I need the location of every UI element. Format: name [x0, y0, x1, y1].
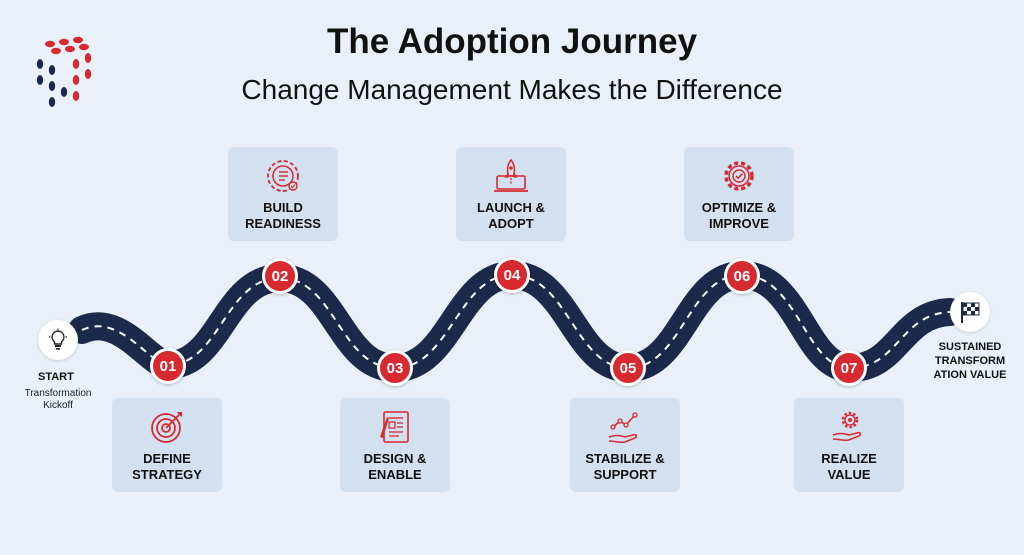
start-title: START — [38, 371, 74, 383]
dice-dots-logo — [36, 36, 92, 107]
step-badge-05: 05 — [610, 350, 646, 386]
start-subtitle: Transformation Kickoff — [24, 388, 92, 411]
end-label: SUSTAINED TRANSFORM ATION VALUE — [933, 341, 1007, 381]
page-title: The Adoption Journey — [326, 22, 698, 61]
step-card-realize-value: REALIZE VALUE — [794, 398, 904, 492]
step-label-04: LAUNCH & ADOPT — [477, 200, 545, 231]
hand-chart-icon — [608, 412, 638, 444]
gear-checklist-icon — [267, 160, 299, 192]
page-subtitle: Change Management Makes the Difference — [241, 74, 783, 105]
step-label-07: REALIZE VALUE — [821, 451, 877, 482]
start-icon-circle — [38, 320, 78, 360]
blueprint-icon — [380, 411, 409, 443]
step-badge-03: 03 — [377, 350, 413, 386]
step-card-build-readiness: BUILD READINESS — [228, 147, 338, 241]
step-badge-01: 01 — [150, 348, 186, 384]
step-label-02: BUILD READINESS — [245, 200, 321, 231]
step-label-05: STABILIZE & SUPPORT — [585, 451, 665, 482]
target-icon — [151, 412, 182, 443]
step-card-define-strategy: DEFINE STRATEGY — [112, 398, 222, 492]
gear-check-icon — [724, 161, 754, 191]
end-icon-circle — [950, 292, 990, 332]
step-label-06: OPTIMIZE & IMPROVE — [701, 200, 777, 231]
step-card-optimize-improve: OPTIMIZE & IMPROVE — [684, 147, 794, 241]
step-badge-04: 04 — [494, 257, 530, 293]
checkered-flag-icon — [961, 302, 980, 323]
step-card-stabilize-support: STABILIZE & SUPPORT — [570, 398, 680, 492]
step-label-01: DEFINE STRATEGY — [132, 451, 202, 482]
step-badge-02: 02 — [262, 258, 298, 294]
step-badge-06: 06 — [724, 258, 760, 294]
step-badge-07: 07 — [831, 350, 867, 386]
rocket-laptop-icon — [494, 158, 528, 192]
lightbulb-icon — [49, 328, 67, 350]
step-label-03: DESIGN & ENABLE — [363, 451, 427, 482]
hand-gear-icon — [832, 411, 862, 442]
step-card-launch-adopt: LAUNCH & ADOPT — [456, 147, 566, 241]
step-card-design-enable: DESIGN & ENABLE — [340, 398, 450, 492]
